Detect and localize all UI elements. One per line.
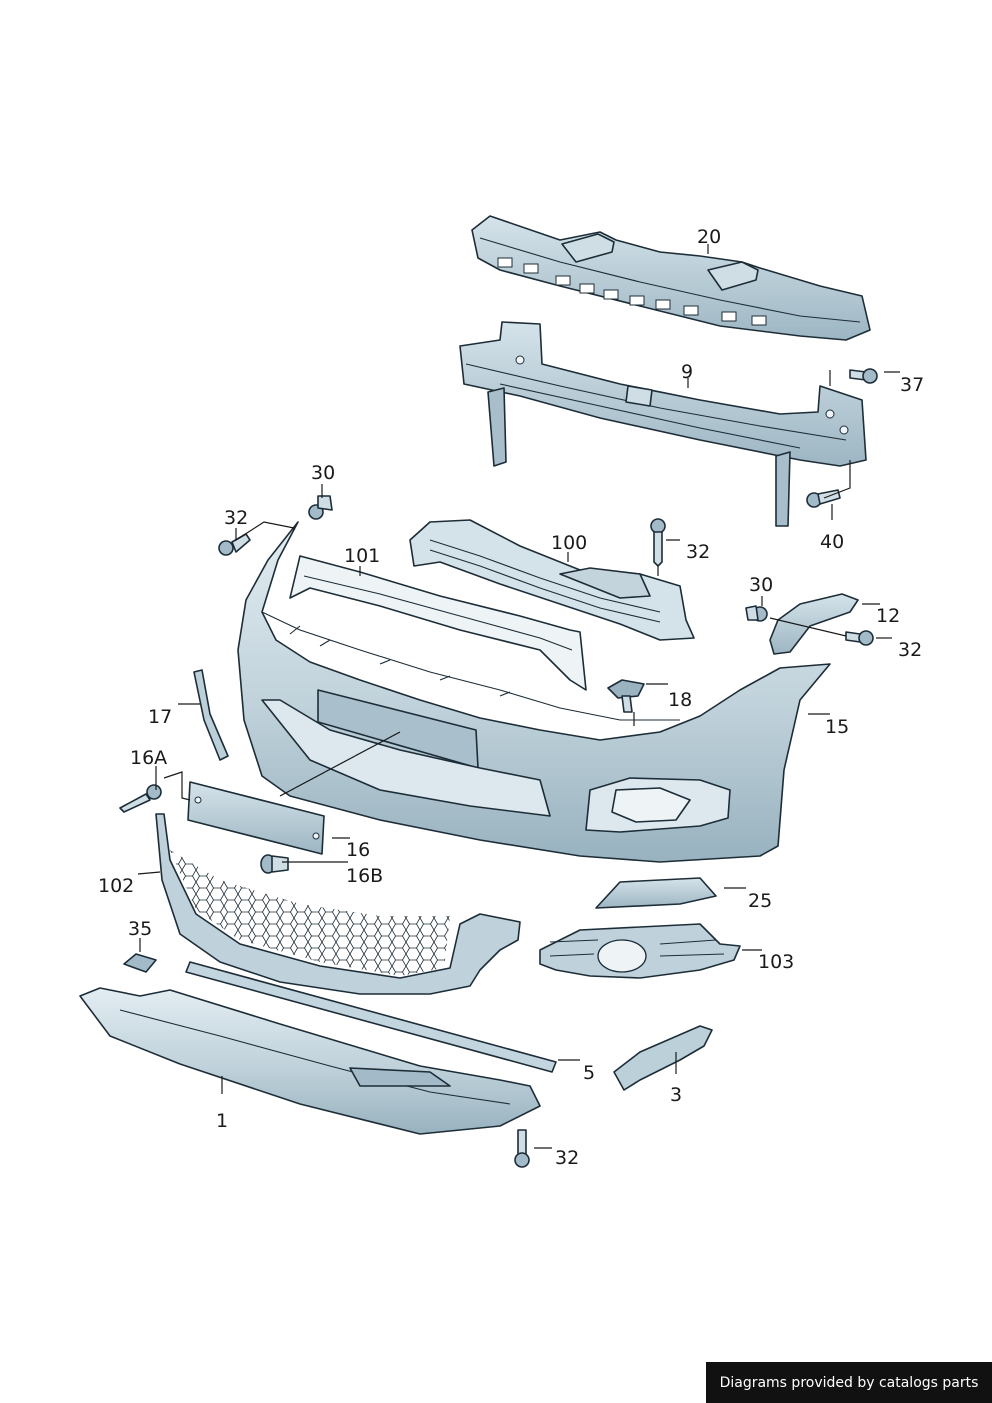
- underbody-panel-part: [79, 987, 541, 1135]
- fog-light-grille-part: [539, 923, 741, 979]
- label-30a: 30: [311, 462, 335, 484]
- leader-lines: [137, 244, 900, 1149]
- label-16: 16: [346, 839, 370, 861]
- label-1: 1: [216, 1110, 228, 1132]
- label-32a: 32: [224, 507, 248, 529]
- bumper-reinforcement-beam: [459, 321, 867, 527]
- radiator-grille-part: [409, 519, 695, 641]
- bolt-37: [849, 368, 878, 384]
- label-32d: 32: [555, 1147, 579, 1169]
- label-17: 17: [148, 706, 172, 728]
- label-25: 25: [748, 890, 772, 912]
- label-16a: 16A: [130, 747, 167, 769]
- label-32c: 32: [898, 639, 922, 661]
- screw-32a: [218, 533, 251, 556]
- label-5: 5: [583, 1062, 595, 1084]
- label-20: 20: [697, 226, 721, 248]
- label-16b: 16B: [346, 865, 383, 887]
- label-40: 40: [820, 531, 844, 553]
- label-9: 9: [681, 361, 693, 383]
- nut-16b: [260, 854, 289, 874]
- lower-grille-part: [155, 813, 521, 995]
- label-18: 18: [668, 689, 692, 711]
- side-mount-bracket-part: [769, 593, 859, 655]
- screw-32b: [650, 518, 666, 567]
- label-12: 12: [876, 605, 900, 627]
- screw-32c: [845, 630, 874, 646]
- upper-grille-trim-part: [289, 555, 587, 691]
- label-37: 37: [900, 374, 924, 396]
- label-35: 35: [128, 918, 152, 940]
- energy-absorber-part: [471, 215, 871, 341]
- screw-32d: [514, 1129, 530, 1168]
- license-plate-holder-part: [187, 781, 325, 855]
- credit-footer: Diagrams provided by catalogs parts: [706, 1362, 992, 1403]
- tow-hook-cover-part: [607, 679, 645, 713]
- label-30b: 30: [749, 574, 773, 596]
- bumper-cover-part: [237, 521, 831, 863]
- label-32b: 32: [686, 541, 710, 563]
- label-3: 3: [670, 1084, 682, 1106]
- trim-strip-part: [185, 961, 557, 1073]
- side-bracket-part: [193, 669, 229, 761]
- clip-30b: [745, 605, 768, 622]
- label-103: 103: [758, 951, 794, 973]
- label-100: 100: [551, 532, 587, 554]
- bolt-40: [806, 489, 841, 508]
- label-15: 15: [825, 716, 849, 738]
- fog-trim-strip-part: [595, 877, 717, 909]
- part-number-labels: 20 9 37 40 30 32 101 100 32 30 12 32 18 …: [98, 226, 924, 1169]
- clip-35: [123, 953, 157, 973]
- clip-30a: [308, 495, 333, 520]
- label-101: 101: [344, 545, 380, 567]
- rivet-16a: [119, 784, 162, 813]
- side-guide-part: [613, 1025, 713, 1091]
- label-102: 102: [98, 875, 134, 897]
